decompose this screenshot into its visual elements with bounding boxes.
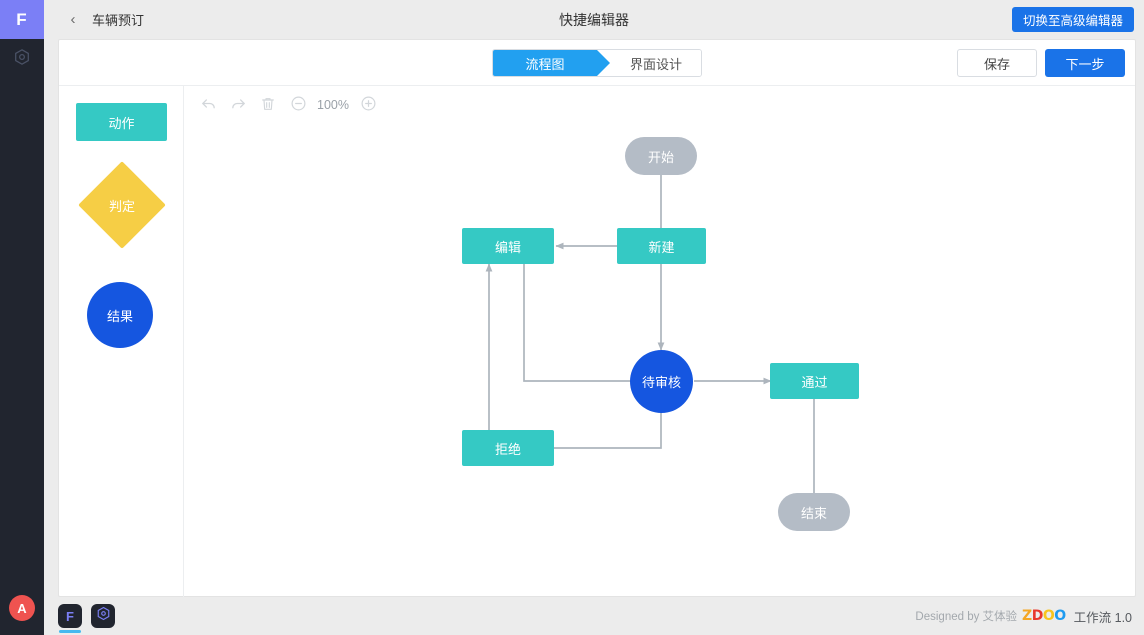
zoom-in-button[interactable] xyxy=(353,91,383,119)
left-rail: F A xyxy=(0,0,44,635)
redo-button[interactable] xyxy=(223,91,253,119)
chevron-left-icon[interactable]: ‹ xyxy=(70,11,76,28)
avatar[interactable]: A xyxy=(9,595,35,621)
flow-node-review[interactable]: 待审核 xyxy=(630,350,693,413)
flow-node-pass[interactable]: 通过 xyxy=(770,363,859,399)
panel-body: 动作 判定 结果 xyxy=(59,86,1135,597)
save-button[interactable]: 保存 xyxy=(957,49,1037,77)
palette-item-action[interactable]: 动作 xyxy=(76,103,167,141)
canvas-toolbar: 100% xyxy=(184,86,1135,124)
editor-panel: 流程图 界面设计 保存 下一步 动作 判定 结果 xyxy=(58,39,1136,597)
rail-item-hexagon[interactable] xyxy=(0,39,44,79)
canvas-area: 100% xyxy=(184,86,1135,597)
palette-item-decision-label: 判定 xyxy=(108,199,135,214)
product-version: 工作流 1.0 xyxy=(1073,610,1132,625)
tab-ui-design[interactable]: 界面设计 xyxy=(597,50,701,76)
hexagon-target-icon xyxy=(13,48,31,71)
editor-tabs: 流程图 界面设计 xyxy=(492,49,702,77)
flow-canvas[interactable]: 开始 新建 编辑 待审核 通过 拒绝 结束 xyxy=(184,124,1135,597)
zoom-out-button[interactable] xyxy=(283,91,313,119)
hexagon-target-icon xyxy=(96,606,111,626)
shape-palette: 动作 判定 结果 xyxy=(59,86,184,597)
zoom-out-icon xyxy=(290,95,307,115)
page-title: 快捷编辑器 xyxy=(559,11,629,28)
dock-item-hexagon[interactable] xyxy=(91,604,115,628)
flow-node-reject[interactable]: 拒绝 xyxy=(462,430,554,466)
panel-header: 流程图 界面设计 保存 下一步 xyxy=(59,40,1135,86)
top-bar: ‹ 车辆预订 快捷编辑器 切换至高级编辑器 xyxy=(44,0,1144,39)
flow-node-start[interactable]: 开始 xyxy=(625,137,697,175)
app-f-icon: F xyxy=(66,608,74,624)
rail-logo[interactable]: F xyxy=(0,0,44,39)
flow-connectors xyxy=(485,174,818,505)
next-step-button[interactable]: 下一步 xyxy=(1045,49,1125,77)
trash-icon xyxy=(260,96,276,115)
palette-item-result[interactable]: 结果 xyxy=(87,282,153,348)
credit-text: Designed by 艾体验 xyxy=(915,611,1018,623)
redo-icon xyxy=(230,95,247,115)
dock-item-app-f[interactable]: F xyxy=(58,604,82,633)
delete-button[interactable] xyxy=(253,91,283,119)
breadcrumb[interactable]: 车辆预订 xyxy=(92,13,145,28)
undo-button[interactable] xyxy=(193,91,223,119)
undo-icon xyxy=(200,95,217,115)
taskbar-dock: F xyxy=(58,604,115,633)
zoom-level-label: 100% xyxy=(317,98,349,112)
flow-node-end[interactable]: 结束 xyxy=(778,493,850,531)
zoom-in-icon xyxy=(360,95,377,115)
header-actions: 保存 下一步 xyxy=(957,49,1125,77)
flow-node-new[interactable]: 新建 xyxy=(617,228,706,264)
switch-advanced-editor-button[interactable]: 切换至高级编辑器 xyxy=(1011,7,1134,32)
palette-item-decision[interactable]: 判定 xyxy=(78,161,166,249)
tab-flowchart[interactable]: 流程图 xyxy=(493,50,610,76)
flow-node-edit[interactable]: 编辑 xyxy=(462,228,554,264)
